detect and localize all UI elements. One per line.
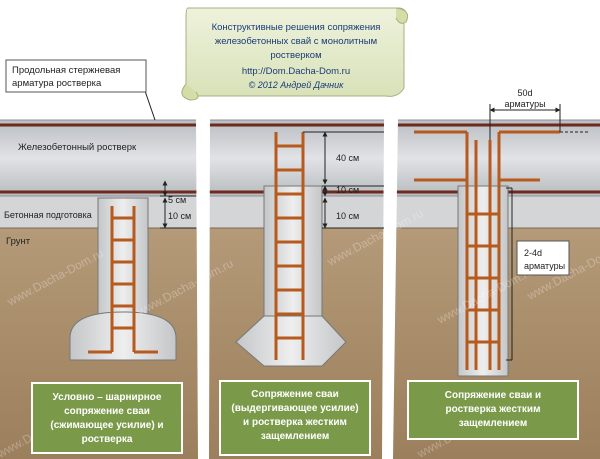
section-divider-left [196, 118, 210, 459]
dim-10cm-embed: 10 см [336, 185, 359, 195]
dim-10cm-prep-2: 10 см [336, 211, 359, 221]
svg-text:Продольная стержневая: Продольная стержневая [12, 65, 120, 76]
dim-50d: 50d [517, 88, 532, 98]
svg-text:и ростверка жестким: и ростверка жестким [243, 417, 347, 428]
svg-text:ростверка: ростверка [82, 434, 133, 445]
svg-text:Сопряжение сваи: Сопряжение сваи [251, 389, 339, 400]
svg-text:сопряжение сваи: сопряжение сваи [64, 406, 150, 417]
svg-text:ростверка жестким: ростверка жестким [446, 404, 541, 415]
pile-3 [414, 130, 590, 377]
dim-50d-unit: арматуры [504, 99, 545, 109]
svg-text:арматура ростверка: арматура ростверка [12, 78, 102, 89]
svg-text:Условно – шарнирное: Условно – шарнирное [53, 392, 162, 403]
pile-2 [235, 132, 347, 367]
scroll-title-line2: железобетонных свай с монолитным [215, 36, 377, 47]
scroll-url: http://Dom.Dacha-Dom.ru [242, 66, 350, 77]
dim-5cm: 5 см [168, 195, 186, 205]
svg-text:Сопряжение сваи и: Сопряжение сваи и [445, 390, 541, 401]
title-scroll: Конструктивные решения сопряжения железо… [181, 7, 409, 101]
scroll-title-line3: ростверком [270, 50, 321, 61]
dim-10cm-prep-1: 10 см [168, 211, 191, 221]
caption-2: Сопряжение сваи (выдергивающее усилие) и… [219, 380, 371, 456]
caption-3: Сопряжение сваи и ростверка жестким заще… [407, 380, 579, 440]
pile-1 [69, 197, 177, 361]
section-divider-right [382, 118, 398, 459]
scroll-copyright: © 2012 Андрей Дачник [249, 80, 344, 90]
svg-text:(сжимающее усилие) и: (сжимающее усилие) и [50, 420, 163, 431]
scroll-title-line1: Конструктивные решения сопряжения [212, 22, 381, 33]
longitudinal-rebar-label: Продольная стержневая арматура ростверка [5, 59, 147, 93]
svg-text:арматуры: арматуры [524, 261, 565, 271]
soil-label: Грунт [6, 236, 31, 247]
caption-1: Условно – шарнирное сопряжение сваи (сжи… [31, 382, 183, 454]
dimension-lines [143, 87, 561, 361]
svg-text:защемлением: защемлением [261, 431, 329, 442]
grillage-label: Железобетонный ростверк [18, 142, 137, 153]
svg-text:(выдергивающее усилие): (выдергивающее усилие) [231, 403, 358, 414]
svg-text:2-4d: 2-4d [524, 248, 542, 258]
svg-text:защемлением: защемлением [459, 418, 527, 429]
dim-2-4d-label: 2-4d арматуры [516, 240, 570, 276]
dim-40cm: 40 см [336, 153, 359, 163]
concrete-prep-label: Бетонная подготовка [4, 210, 92, 220]
